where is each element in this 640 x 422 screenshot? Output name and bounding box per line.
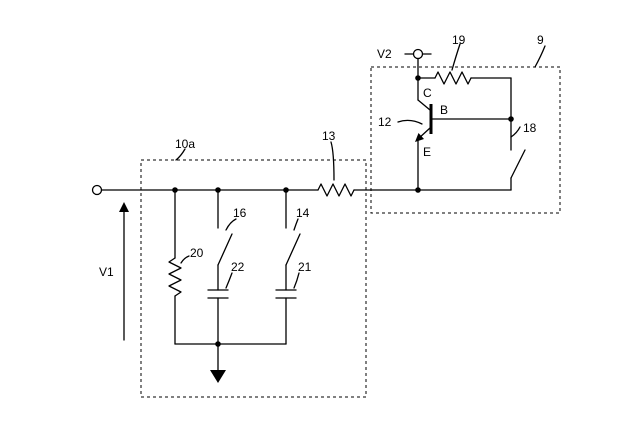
label-21: 21 (298, 260, 312, 274)
block-9-enclosure (371, 67, 560, 213)
leader-18 (511, 127, 520, 137)
label-20: 20 (190, 246, 204, 260)
label-19: 19 (452, 33, 466, 47)
leader-22 (226, 273, 232, 288)
leader-19 (452, 44, 460, 70)
label-16: 16 (233, 206, 247, 220)
label-18: 18 (523, 121, 537, 135)
switch-16 (218, 234, 232, 265)
label-22: 22 (231, 260, 245, 274)
label-9: 9 (537, 33, 544, 47)
leader-13 (331, 142, 334, 180)
leader-21 (294, 273, 299, 288)
label-v1: V1 (99, 265, 114, 279)
ground-symbol (210, 370, 226, 383)
leader-16 (226, 219, 236, 230)
resistor-20 (169, 258, 181, 296)
label-base: B (440, 103, 448, 117)
leader-14 (294, 219, 298, 230)
label-14: 14 (296, 206, 310, 220)
v2-terminal (414, 50, 423, 59)
label-10a: 10a (175, 137, 195, 151)
leader-20 (181, 256, 189, 263)
label-emitter: E (423, 145, 431, 159)
resistor-13 (318, 184, 354, 196)
label-13: 13 (322, 129, 336, 143)
collector-lead (418, 100, 430, 110)
leader-12 (398, 120, 422, 124)
input-terminal (93, 186, 102, 195)
v1-arrow-head (119, 202, 129, 212)
switch-18 (511, 150, 525, 178)
label-v2: V2 (377, 47, 392, 61)
label-collector: C (423, 86, 432, 100)
label-12: 12 (378, 115, 392, 129)
resistor-19 (435, 72, 471, 84)
leader-9 (535, 46, 545, 67)
